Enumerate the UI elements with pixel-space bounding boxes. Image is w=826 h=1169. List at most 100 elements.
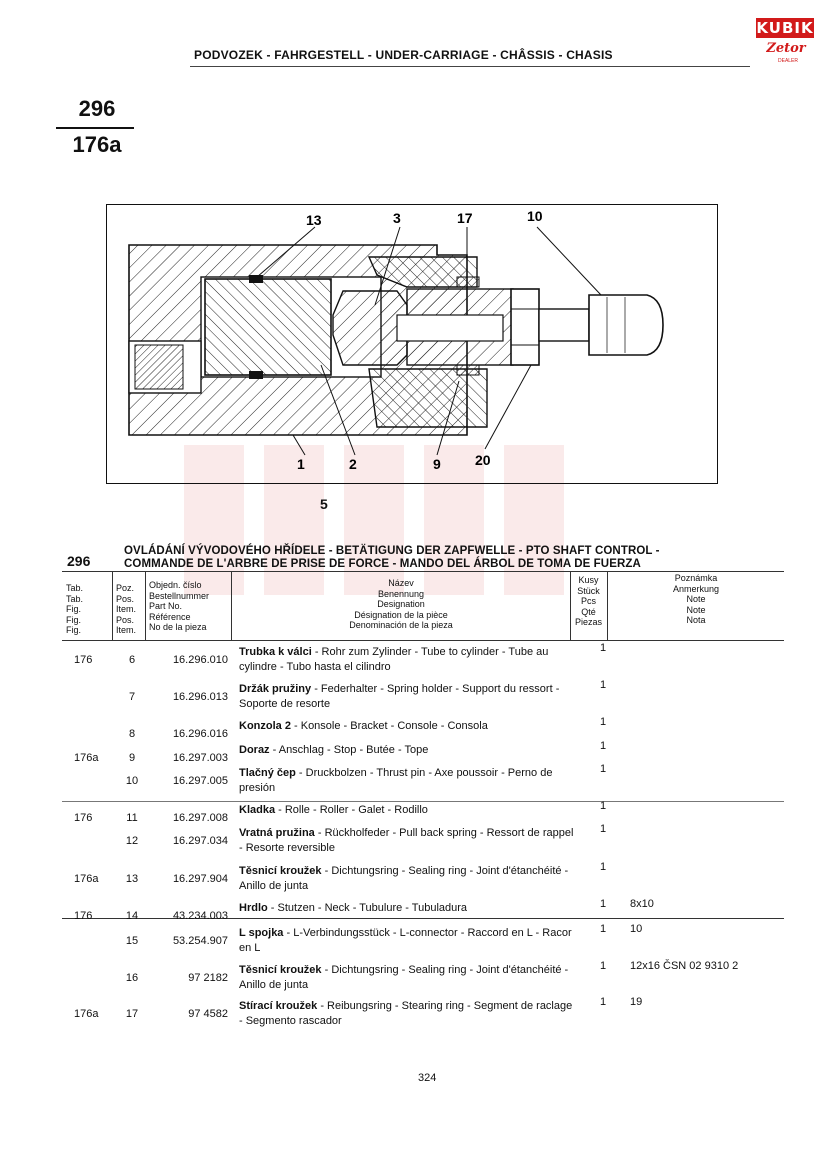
section-title-line2: COMMANDE DE L'ARBRE DE PRISE DE FORCE - …: [124, 558, 641, 570]
row-pos: 9: [128, 752, 136, 764]
cross-section-drawing: 13 3 17 10 1 2 9 20: [128, 208, 664, 495]
row-name-bold: Vratná pružina: [239, 827, 315, 839]
row-name-bold: Doraz: [239, 744, 270, 756]
figure-number-bottom: 176a: [72, 132, 122, 157]
logo-sub: Zetor: [766, 41, 806, 56]
row-qty: 1: [600, 823, 607, 835]
row-name-bold: L spojka: [239, 927, 284, 939]
row-qty: 1: [600, 861, 607, 873]
row-name-rest: - Konsole - Bracket - Console - Consola: [290, 720, 488, 732]
row-description: Trubka k válci - Rohr zum Zylinder - Tub…: [239, 645, 574, 675]
callout-20: 20: [475, 452, 491, 468]
callout-10: 10: [527, 208, 543, 224]
row-partno: 16.297.034: [172, 835, 228, 847]
row-name-bold: Trubka k válci: [239, 646, 312, 658]
section-number: 296: [67, 553, 91, 569]
group-separator: [62, 801, 784, 802]
row-pos: 12: [125, 835, 139, 847]
row-pos: 6: [128, 654, 136, 666]
row-name-bold: Hrdlo: [239, 902, 268, 914]
row-tab: 176: [74, 910, 93, 922]
callout-17: 17: [457, 210, 473, 226]
row-name-rest: - Reibungsring - Stearing ring - Segment…: [239, 1000, 573, 1027]
section-title-line1: OVLÁDÁNÍ VÝVODOVÉHO HŘÍDELE - BETÄTIGUNG…: [124, 545, 660, 557]
row-name-rest: - Stutzen - Neck - Tubulure - Tubuladura: [267, 902, 468, 914]
row-qty: 1: [600, 642, 607, 654]
page-number: 324: [418, 1072, 437, 1084]
logo-tiny: DEALER: [778, 58, 799, 64]
row-qty: 1: [600, 763, 607, 775]
callout-9: 9: [433, 456, 441, 472]
row-note: 19: [630, 996, 643, 1008]
row-pos: 7: [128, 691, 136, 703]
row-name-rest: - Rolle - Roller - Galet - Rodillo: [275, 804, 428, 816]
row-partno: 16.296.013: [172, 691, 228, 703]
row-qty: 1: [600, 996, 607, 1008]
row-partno: 53.254.907: [172, 935, 228, 947]
row-name-bold: Tlačný čep: [239, 767, 296, 779]
row-tab: 176: [74, 654, 93, 666]
row-description: Držák pružiny - Federhalter - Spring hol…: [239, 682, 574, 712]
pto-control-diagram: 13 3 17 10 1 2 9 20: [106, 204, 718, 495]
row-description: Kladka - Rolle - Roller - Galet - Rodill…: [239, 803, 574, 818]
row-description: Hrdlo - Stutzen - Neck - Tubulure - Tubu…: [239, 901, 574, 916]
row-name-rest: - Federhalter - Spring holder - Support …: [239, 683, 560, 710]
row-partno: 43.234.003: [172, 910, 228, 922]
row-partno: 97 4582: [188, 1008, 228, 1020]
row-tab: 176a: [74, 752, 99, 764]
group-separator: [62, 918, 784, 919]
row-name-rest: - Druckbolzen - Thrust pin - Axe poussoi…: [239, 767, 553, 794]
callout-1: 1: [297, 456, 305, 472]
row-pos: 16: [125, 972, 139, 984]
row-tab: 176a: [74, 1008, 99, 1020]
row-pos: 11: [126, 812, 138, 824]
row-partno: 16.296.010: [172, 654, 228, 666]
row-pos: 15: [125, 935, 139, 947]
row-qty: 1: [600, 716, 607, 728]
row-partno: 97 2182: [188, 972, 228, 984]
row-description: Tlačný čep - Druckbolzen - Thrust pin - …: [239, 766, 574, 796]
figure-number-top: 296: [78, 96, 116, 121]
row-partno: 16.297.003: [172, 752, 228, 764]
row-partno: 16.297.008: [172, 812, 228, 824]
row-note: 10: [630, 923, 643, 935]
row-name-bold: Držák pružiny: [239, 683, 312, 695]
row-qty: 1: [600, 800, 607, 812]
row-name-bold: Kladka: [239, 804, 276, 816]
header-rule: [190, 66, 750, 67]
callout-5: 5: [320, 496, 328, 512]
row-partno: 16.297.904: [172, 873, 228, 885]
kubik-zetor-logo: KUBIK Zetor DEALER: [756, 14, 816, 64]
row-tab: 176a: [74, 873, 99, 885]
row-name-rest: - Rückholfeder - Pull back spring - Ress…: [239, 827, 574, 854]
callout-13: 13: [306, 212, 322, 228]
row-note: 12x16 ČSN 02 9310 2: [630, 960, 739, 972]
row-name-bold: Těsnicí kroužek: [239, 964, 322, 976]
callout-3: 3: [393, 210, 401, 226]
row-description: Stírací kroužek - Reibungsring - Stearin…: [239, 999, 574, 1029]
row-pos: 10: [125, 775, 139, 787]
row-description: Těsnicí kroužek - Dichtungsring - Sealin…: [239, 864, 574, 894]
logo-brand: KUBIK: [756, 18, 814, 38]
row-tab: 176: [74, 812, 93, 824]
row-name-rest: - Anschlag - Stop - Butée - Tope: [269, 744, 429, 756]
figure-number-rule: [56, 127, 134, 129]
row-partno: 16.297.005: [172, 775, 228, 787]
row-name-bold: Konzola 2: [239, 720, 291, 732]
row-name-bold: Těsnicí kroužek: [239, 865, 322, 877]
row-pos: 14: [125, 910, 139, 922]
row-partno: 16.296.016: [172, 728, 228, 740]
row-note: 8x10: [630, 898, 654, 910]
row-description: L spojka - L-Verbindungsstück - L-connec…: [239, 926, 574, 956]
header-tab: Tab.Tab.Fig.Fig.Fig.: [66, 583, 84, 635]
table-top-rule: [62, 571, 784, 572]
table-header-rule: [62, 640, 784, 641]
row-qty: 1: [600, 679, 607, 691]
row-name-rest: - Dichtungsring - Sealing ring - Joint d…: [239, 964, 569, 991]
header-pos: Poz.Pos.Item.Pos.Item.: [116, 583, 137, 635]
row-pos: 17: [125, 1008, 139, 1020]
